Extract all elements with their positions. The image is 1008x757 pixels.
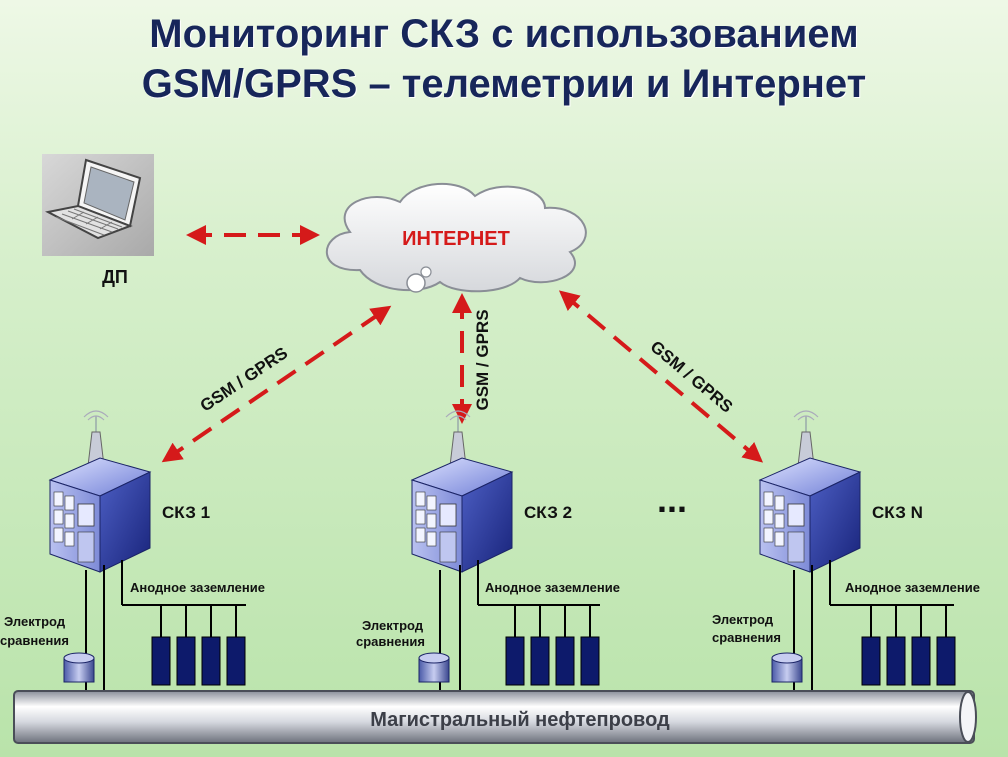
pipeline-label: Магистральный нефтепровод bbox=[370, 709, 670, 731]
ellipsis-more-stations: ... bbox=[657, 479, 687, 520]
electrode-label-2a: Электрод bbox=[362, 618, 424, 633]
arrow-skz1-internet bbox=[161, 305, 392, 463]
electrode-label-2b: сравнения bbox=[356, 634, 425, 649]
anode-grounding-1 bbox=[151, 604, 246, 686]
link-label-1: GSM / GPRS bbox=[197, 343, 291, 415]
electrode-label-na: Электрод bbox=[712, 612, 774, 627]
anode-label-2: Анодное заземление bbox=[485, 580, 620, 595]
skz-1-label: СКЗ 1 bbox=[162, 503, 210, 522]
reference-electrode-2-icon bbox=[418, 652, 450, 683]
skz-n-label: СКЗ N bbox=[872, 503, 923, 522]
reference-electrode-1-icon bbox=[63, 652, 95, 683]
skz-2-cube-icon bbox=[411, 410, 513, 573]
link-label-2: GSM / GPRS bbox=[473, 309, 492, 410]
pipeline-icon bbox=[13, 690, 977, 744]
title-line-2: GSM/GPRS – телеметрии и Интернет bbox=[141, 62, 867, 106]
arrow-skzn-internet bbox=[558, 290, 764, 463]
anode-label-1: Анодное заземление bbox=[130, 580, 265, 595]
laptop-icon bbox=[42, 154, 154, 256]
internet-cloud-icon bbox=[325, 183, 587, 293]
title-line-1: Мониторинг СКЗ с использованием bbox=[149, 12, 859, 56]
electrode-label-nb: сравнения bbox=[712, 630, 781, 645]
anode-grounding-2 bbox=[505, 604, 600, 686]
skz-n-cube-icon bbox=[759, 410, 861, 573]
skz-1-cube-icon bbox=[49, 410, 151, 573]
electrode-label-1a: Электрод bbox=[4, 614, 66, 629]
anode-grounding-n bbox=[861, 604, 956, 686]
dp-label: ДП bbox=[102, 267, 128, 287]
internet-label: ИНТЕРНЕТ bbox=[402, 228, 510, 250]
reference-electrode-n-icon bbox=[771, 652, 803, 683]
anode-label-n: Анодное заземление bbox=[845, 580, 980, 595]
skz-2-label: СКЗ 2 bbox=[524, 503, 572, 522]
electrode-label-1b: сравнения bbox=[0, 633, 69, 648]
